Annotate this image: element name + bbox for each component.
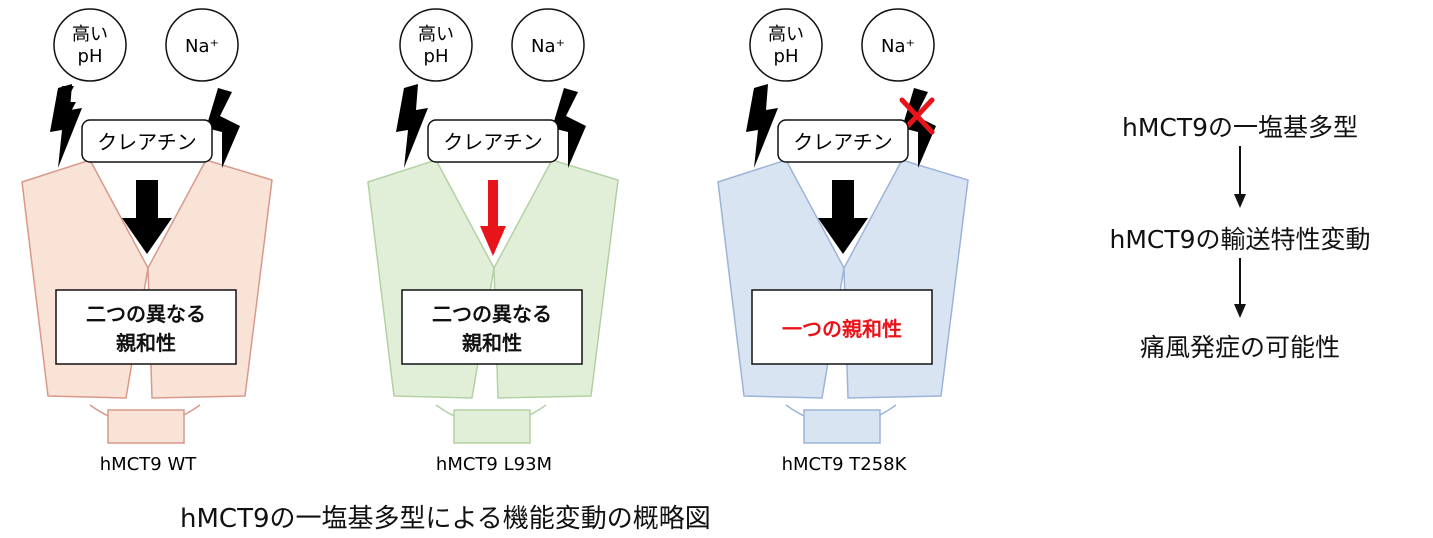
flow-step-snp: hMCT9の一塩基多型 [1121,113,1359,142]
affinity-line-2: 親和性 [116,331,176,355]
sodium-circle [861,8,935,82]
affinity-box [55,289,237,365]
panel-t258k: 高い pH Na⁺ クレアチン 一つの親和性 hMCT9 T258K [717,8,969,475]
variant-label: hMCT9 WT [100,454,197,475]
transporter-base [803,409,881,444]
panel-l93m: 高い pH Na⁺ クレアチン 二つの異なる 親和性 hMCT9 L93M [367,8,619,475]
sodium-circle [511,8,585,82]
affinity-box [401,289,583,365]
variant-label: hMCT9 L93M [436,454,552,475]
high-ph-label-2: pH [78,46,103,67]
high-ph-label-1: 高い [418,24,454,45]
creatine-box [81,119,213,163]
down-arrow-icon [818,180,868,254]
lightning-bolt-icon [396,84,428,168]
high-ph-label-2: pH [424,46,449,67]
high-ph-circle [53,8,127,82]
sodium-label: Na⁺ [185,36,219,57]
down-arrow-icon [122,180,172,254]
lightning-bolt-icon [50,84,82,168]
flow-arrow-1 [1234,146,1246,208]
high-ph-label-1: 高い [72,24,108,45]
high-ph-circle [749,8,823,82]
affinity-box [751,289,933,365]
high-ph-label-1: 高い [768,24,804,45]
flow-step-gout-risk: 痛風発症の可能性 [1139,333,1340,362]
sodium-circle [165,8,239,82]
transporter-base [107,409,185,444]
affinity-line-1: 二つの異なる [432,302,552,326]
creatine-label: クレアチン [443,130,543,154]
sodium-label: Na⁺ [531,36,565,57]
lightning-bolt-icon [746,84,778,168]
creatine-label: クレアチン [97,130,197,154]
down-arrow-icon [480,180,506,256]
creatine-label: クレアチン [793,130,893,154]
variant-label: hMCT9 T258K [782,454,908,475]
lightning-bolt-icon [206,88,240,168]
lightning-bolt-icon [552,88,586,168]
flow-arrow-2 [1234,258,1246,318]
flow-step-transport-change: hMCT9の輸送特性変動 [1109,225,1371,254]
creatine-box [777,119,909,163]
sodium-label: Na⁺ [881,36,915,57]
transporter-base [453,409,531,444]
affinity-line-1: 一つの親和性 [782,317,902,341]
panel-wt: 高い pH Na⁺ クレアチン 二つの異なる 親和性 hMCT9 WT [21,8,273,475]
high-ph-label-2: pH [774,46,799,67]
affinity-line-1: 二つの異なる [86,302,206,326]
affinity-line-2: 親和性 [462,331,522,355]
high-ph-circle [399,8,473,82]
figure-caption: hMCT9の一塩基多型による機能変動の概略図 [180,504,711,534]
creatine-box [427,119,559,163]
